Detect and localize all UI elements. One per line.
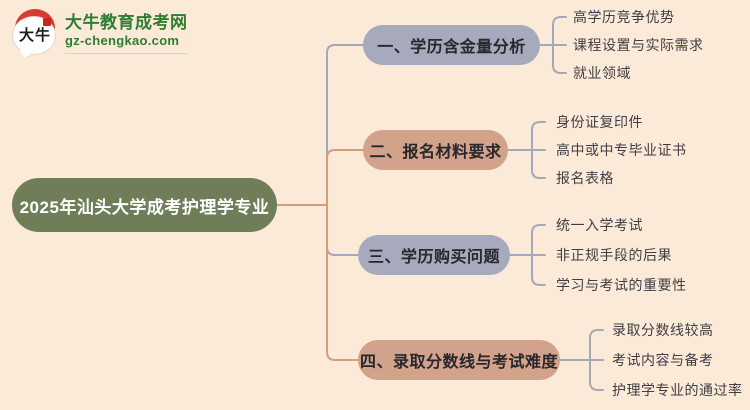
site-url: gz-chengkao.com [65, 33, 188, 55]
leaf-item: 身份证复印件 [556, 114, 643, 130]
logo-bubble-characters: 大牛 [19, 27, 52, 44]
leaf-item: 考试内容与备考 [612, 352, 714, 368]
leaf-item: 护理学专业的通过率 [612, 382, 743, 398]
logo-bull-bubble-icon: 大牛 [12, 9, 58, 60]
leaf-item: 统一入学考试 [556, 217, 643, 233]
connector-branch2-salmon [276, 149, 364, 361]
leaf-item: 高学历竞争优势 [573, 9, 675, 25]
branch-node-4: 四、录取分数线与考试难度 [358, 340, 560, 380]
logo-seal-stamp-icon [43, 18, 51, 26]
leaf-item: 录取分数线较高 [612, 322, 714, 338]
branch-node-3: 三、学历购买问题 [358, 235, 510, 275]
root-node: 2025年汕头大学成考护理学专业 [12, 178, 277, 232]
site-name: 大牛教育成考网 [65, 13, 188, 32]
leaf-item: 就业领域 [573, 65, 631, 81]
leaf-item: 课程设置与实际需求 [573, 37, 704, 53]
branch-node-1: 一、学历含金量分析 [363, 25, 540, 65]
logo-text-block: 大牛教育成考网 gz-chengkao.com [65, 9, 188, 55]
connector-branch1-gray [326, 44, 364, 256]
leaf-item: 学习与考试的重要性 [556, 277, 687, 293]
leaf-item: 高中或中专毕业证书 [556, 142, 687, 158]
leaf-item: 非正规手段的后果 [556, 247, 672, 263]
branch-node-2: 二、报名材料要求 [363, 130, 508, 170]
leaf-item: 报名表格 [556, 170, 614, 186]
site-logo: 大牛 大牛教育成考网 gz-chengkao.com [12, 9, 188, 60]
